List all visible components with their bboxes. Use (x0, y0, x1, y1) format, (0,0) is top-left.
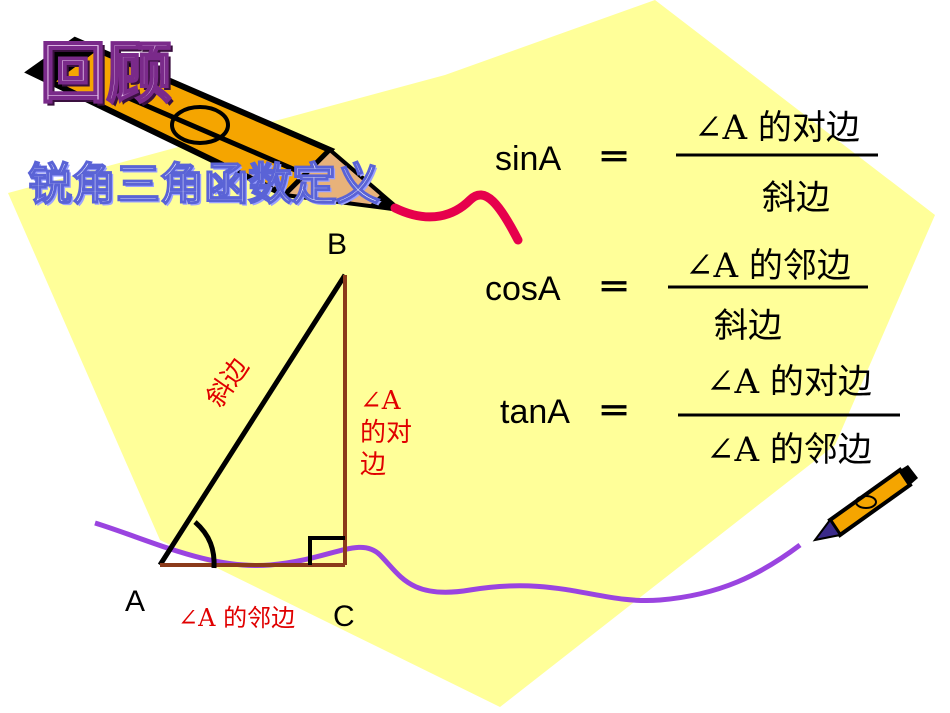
title: 回顾 (39, 34, 173, 113)
sin-denominator: 斜边 (762, 178, 830, 218)
opposite-label-line: 边 (360, 450, 387, 480)
tan-numerator: ∠A 的对边 (706, 362, 872, 402)
tan-label: tanA (500, 393, 570, 431)
right-angle-mark (308, 536, 345, 565)
sin-numerator: ∠A 的对边 (694, 108, 860, 148)
sin-equals: ═ (602, 134, 627, 180)
opposite-side-label: ∠A 的对 边 (360, 385, 430, 481)
subtitle: 锐角三角函数定义 (27, 158, 381, 211)
sin-label: sinA (495, 140, 562, 178)
small-pencil-icon (812, 465, 918, 542)
adjacent-side-label: ∠A 的邻边 (178, 604, 296, 632)
opposite-label-line: ∠A (360, 386, 401, 416)
opposite-label-line: 的对 (360, 418, 413, 448)
yellow-background-shape (8, 0, 935, 707)
hypotenuse-line (157, 273, 348, 567)
vertex-b-label: B (327, 228, 348, 261)
tan-denominator: ∠A 的邻边 (706, 430, 872, 470)
cos-denominator: 斜边 (714, 306, 782, 346)
cos-label: cosA (485, 270, 561, 308)
cos-equals: ═ (602, 264, 627, 310)
vertex-c-label: C (333, 600, 355, 633)
tan-equals: ═ (602, 388, 627, 434)
cos-numerator: ∠A 的邻边 (685, 246, 851, 286)
pencil-icon (24, 36, 523, 245)
angle-arc (193, 520, 217, 569)
vertex-a-label: A (125, 585, 146, 618)
